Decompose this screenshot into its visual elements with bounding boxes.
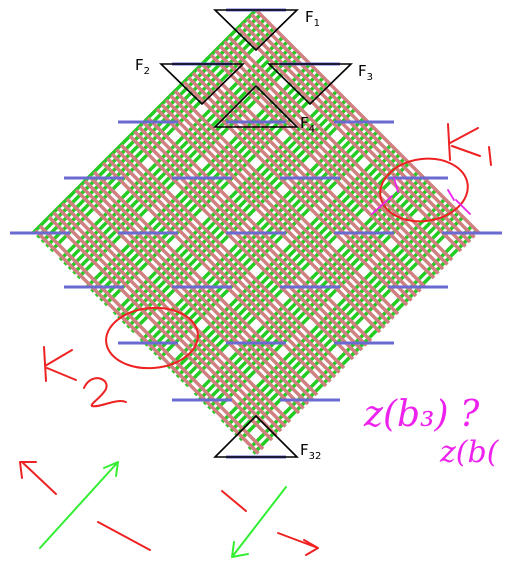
label-f2: F2 xyxy=(135,56,150,77)
red-strand xyxy=(196,67,422,293)
red-strand xyxy=(227,35,454,262)
red-strand xyxy=(52,211,278,437)
red-strand xyxy=(47,215,274,442)
red-strand xyxy=(119,143,346,370)
k2-index-stroke xyxy=(83,377,127,408)
stroke-lower-left xyxy=(97,521,151,551)
k2-glyph-stroke xyxy=(43,346,77,382)
arrow-up-left xyxy=(19,461,57,495)
inequality-line-2: z(b( xyxy=(439,435,500,470)
red-strand xyxy=(115,148,341,374)
red-strand xyxy=(74,188,301,415)
red-strand xyxy=(128,134,355,361)
red-strand xyxy=(223,40,449,266)
red-strand xyxy=(250,13,476,239)
triangle-f1 xyxy=(213,9,299,52)
k1-glyph-stroke xyxy=(447,123,481,161)
red-strand xyxy=(160,103,386,329)
red-strand xyxy=(38,224,265,451)
magenta-annotations xyxy=(371,177,471,215)
red-strand xyxy=(191,71,418,298)
arrow-down-left xyxy=(231,486,287,558)
red-strand xyxy=(245,17,472,244)
red-strand xyxy=(214,49,440,275)
triangle-f32 xyxy=(213,414,299,458)
k1-bracket-right xyxy=(447,189,471,215)
k2-circle xyxy=(105,306,199,370)
handwritten-text: K 1 K 2 z(b₃) ? z(b( xyxy=(363,394,500,470)
red-strand xyxy=(106,157,332,383)
red-strand xyxy=(164,98,391,325)
red-strand xyxy=(110,152,337,379)
red-strand xyxy=(236,26,463,253)
red-strand xyxy=(209,53,436,280)
k1-index-stroke xyxy=(488,146,492,166)
red-strand xyxy=(83,179,310,406)
arrow-down-right xyxy=(277,532,319,556)
red-strand xyxy=(169,94,395,320)
red-strand xyxy=(218,44,445,271)
red-strand xyxy=(200,62,427,289)
triangle-markers xyxy=(159,9,353,458)
k1-bracket-left xyxy=(371,177,399,215)
label-f3: F3 xyxy=(358,62,373,83)
red-strand xyxy=(56,206,283,433)
triangle-f4 xyxy=(213,84,299,128)
red-strand xyxy=(173,89,400,316)
red-strand xyxy=(79,184,305,410)
red-strand xyxy=(101,161,328,388)
red-strand xyxy=(146,116,373,343)
label-f1: F1 xyxy=(305,8,320,29)
red-strand xyxy=(133,130,359,356)
node-labels: F1 F2 F3 F4 F32 xyxy=(135,8,373,462)
stroke-lower-middle xyxy=(221,490,247,512)
triangle-f3 xyxy=(267,63,353,106)
k1-circle xyxy=(379,157,469,223)
red-strand xyxy=(137,125,364,352)
arrow-up-right xyxy=(39,461,119,549)
red-strand xyxy=(92,170,319,397)
triangle-f2 xyxy=(159,63,245,106)
red-strand xyxy=(182,80,409,307)
red-strand xyxy=(155,107,382,334)
red-strand xyxy=(187,76,413,302)
label-f4: F4 xyxy=(300,114,315,135)
red-strand xyxy=(65,197,292,424)
inequality-line-1: z(b₃) ? xyxy=(363,394,480,435)
green-annotations xyxy=(39,461,287,558)
label-f32: F32 xyxy=(300,441,321,462)
red-strand xyxy=(61,202,287,428)
red-annotations xyxy=(19,123,492,556)
red-strand xyxy=(241,22,467,248)
